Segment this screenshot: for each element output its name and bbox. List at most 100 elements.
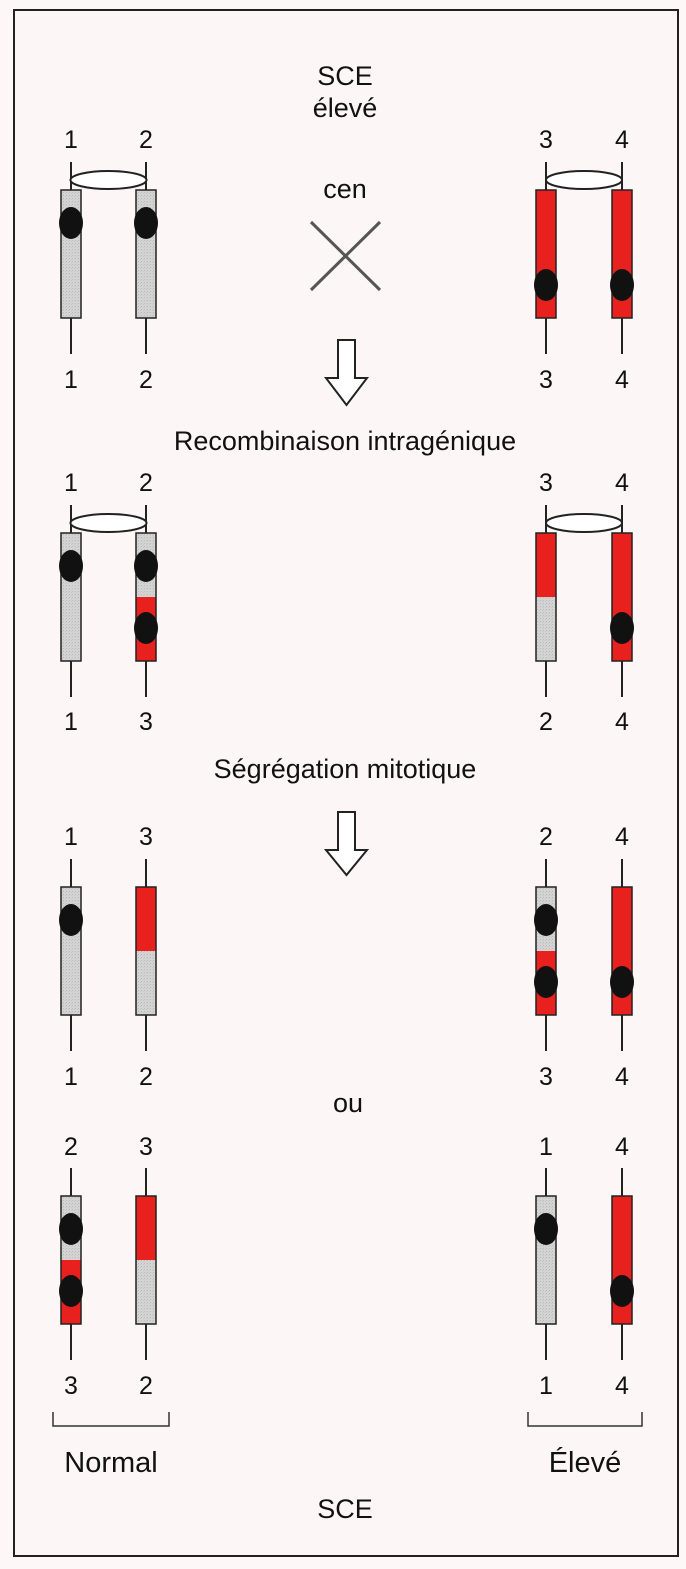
chromatid-label-bottom: 2	[139, 366, 153, 394]
allele-dot	[610, 966, 634, 998]
chromatid-label-top: 3	[139, 1133, 153, 1161]
chromatid-label-top: 2	[64, 1133, 78, 1161]
chromatid: 32	[535, 469, 557, 736]
allele-dot	[134, 550, 158, 582]
chromatid-outline	[535, 886, 557, 1016]
allele-dot	[59, 207, 83, 239]
normal-bracket	[52, 1412, 170, 1427]
chromatid-outline	[135, 1195, 157, 1325]
chromatid-label-bottom: 3	[539, 1063, 553, 1091]
chromatid-outline	[611, 886, 633, 1016]
chromatid: 11	[59, 469, 83, 736]
allele-dot	[134, 207, 158, 239]
chromatid: 23	[534, 823, 558, 1091]
chromatid-outline	[611, 532, 633, 662]
chromatid: 44	[610, 126, 634, 394]
chromatid-outline	[535, 1195, 557, 1325]
cohesion-ring	[545, 513, 623, 533]
chromatid-label-bottom: 4	[615, 1063, 629, 1091]
chromatid: 11	[59, 126, 83, 394]
chromatid-label-top: 1	[64, 469, 78, 497]
chromatid-label-bottom: 3	[139, 708, 153, 736]
chromatid-label-bottom: 2	[539, 708, 553, 736]
chromatid: 32	[135, 823, 157, 1091]
chromatid-label-bottom: 4	[615, 366, 629, 394]
allele-dot	[134, 612, 158, 644]
chromatid-label-top: 2	[139, 469, 153, 497]
chromatid: 32	[135, 1133, 157, 1400]
allele-dot	[534, 1213, 558, 1245]
chromatid-outline	[535, 189, 557, 319]
crossover-x-icon	[309, 220, 382, 292]
chromatid-outline	[60, 189, 82, 319]
chromatid-label-bottom: 2	[139, 1063, 153, 1091]
footer-label: SCE	[317, 1494, 373, 1524]
allele-dot	[59, 550, 83, 582]
allele-dot	[534, 904, 558, 936]
chromatid-outline	[135, 189, 157, 319]
chromatid: 22	[134, 126, 158, 394]
chromatid: 23	[59, 1133, 83, 1400]
chromatid-label-bottom: 1	[64, 1063, 78, 1091]
centromere-label: cen	[323, 174, 367, 204]
chromatid-segment-upper	[136, 1196, 156, 1260]
high-bracket	[527, 1412, 643, 1427]
chromatid-outline	[60, 1195, 82, 1325]
chromatid: 11	[534, 1133, 558, 1400]
chromatid-label-bottom: 4	[615, 1372, 629, 1400]
chromatid-label-top: 4	[615, 823, 629, 851]
chromatid: 33	[534, 126, 558, 394]
allele-dot	[59, 1213, 83, 1245]
chromatid-outline	[535, 532, 557, 662]
chromatid-label-top: 4	[615, 126, 629, 154]
chromatid-segment-upper	[536, 533, 556, 597]
chromatid-label-top: 3	[539, 126, 553, 154]
chromatid-segment-lower	[536, 597, 556, 661]
cohesion-ring	[545, 170, 623, 190]
step-segregation-label: Ségrégation mitotique	[214, 754, 477, 784]
chromatid: 23	[134, 469, 158, 736]
chromatid-label-top: 4	[615, 469, 629, 497]
chromatid: 44	[610, 823, 634, 1091]
chromatid-outline	[60, 532, 82, 662]
allele-dot	[534, 269, 558, 301]
or-label: ou	[333, 1088, 363, 1118]
chromatid-outline	[60, 886, 82, 1016]
allele-dot	[59, 1275, 83, 1307]
chromatid-label-top: 3	[539, 469, 553, 497]
chromatid-outline	[135, 886, 157, 1016]
chromatid-label-top: 1	[539, 1133, 553, 1161]
cohesion-ring	[69, 513, 148, 533]
title-line-1: SCE	[317, 61, 373, 91]
chromatid-label-bottom: 1	[539, 1372, 553, 1400]
chromatid-label-bottom: 3	[539, 366, 553, 394]
chromatid-label-top: 2	[539, 823, 553, 851]
chromatid-label-bottom: 4	[615, 708, 629, 736]
down-arrow-icon	[323, 811, 370, 877]
chromatid-segment-lower	[136, 1260, 156, 1324]
step-recombination-label: Recombinaison intragénique	[174, 426, 516, 456]
chromatid-label-top: 3	[139, 823, 153, 851]
cohesion-ring	[69, 170, 148, 190]
normal-label: Normal	[64, 1447, 157, 1479]
down-arrow-icon	[323, 339, 370, 407]
chromatid: 44	[610, 469, 634, 736]
chromatid-outline	[611, 189, 633, 319]
allele-dot	[610, 1275, 634, 1307]
allele-dot	[610, 269, 634, 301]
chromatid-label-top: 1	[64, 823, 78, 851]
chromatid-label-bottom: 1	[64, 366, 78, 394]
high-label: Élevé	[549, 1446, 622, 1479]
chromatid-label-bottom: 3	[64, 1372, 78, 1400]
chromatid-segment-upper	[136, 887, 156, 951]
chromatid-segment-lower	[136, 951, 156, 1015]
chromatid: 11	[59, 823, 83, 1091]
chromatid-label-bottom: 1	[64, 708, 78, 736]
chromatid-label-top: 1	[64, 126, 78, 154]
figure-frame	[13, 9, 679, 1557]
